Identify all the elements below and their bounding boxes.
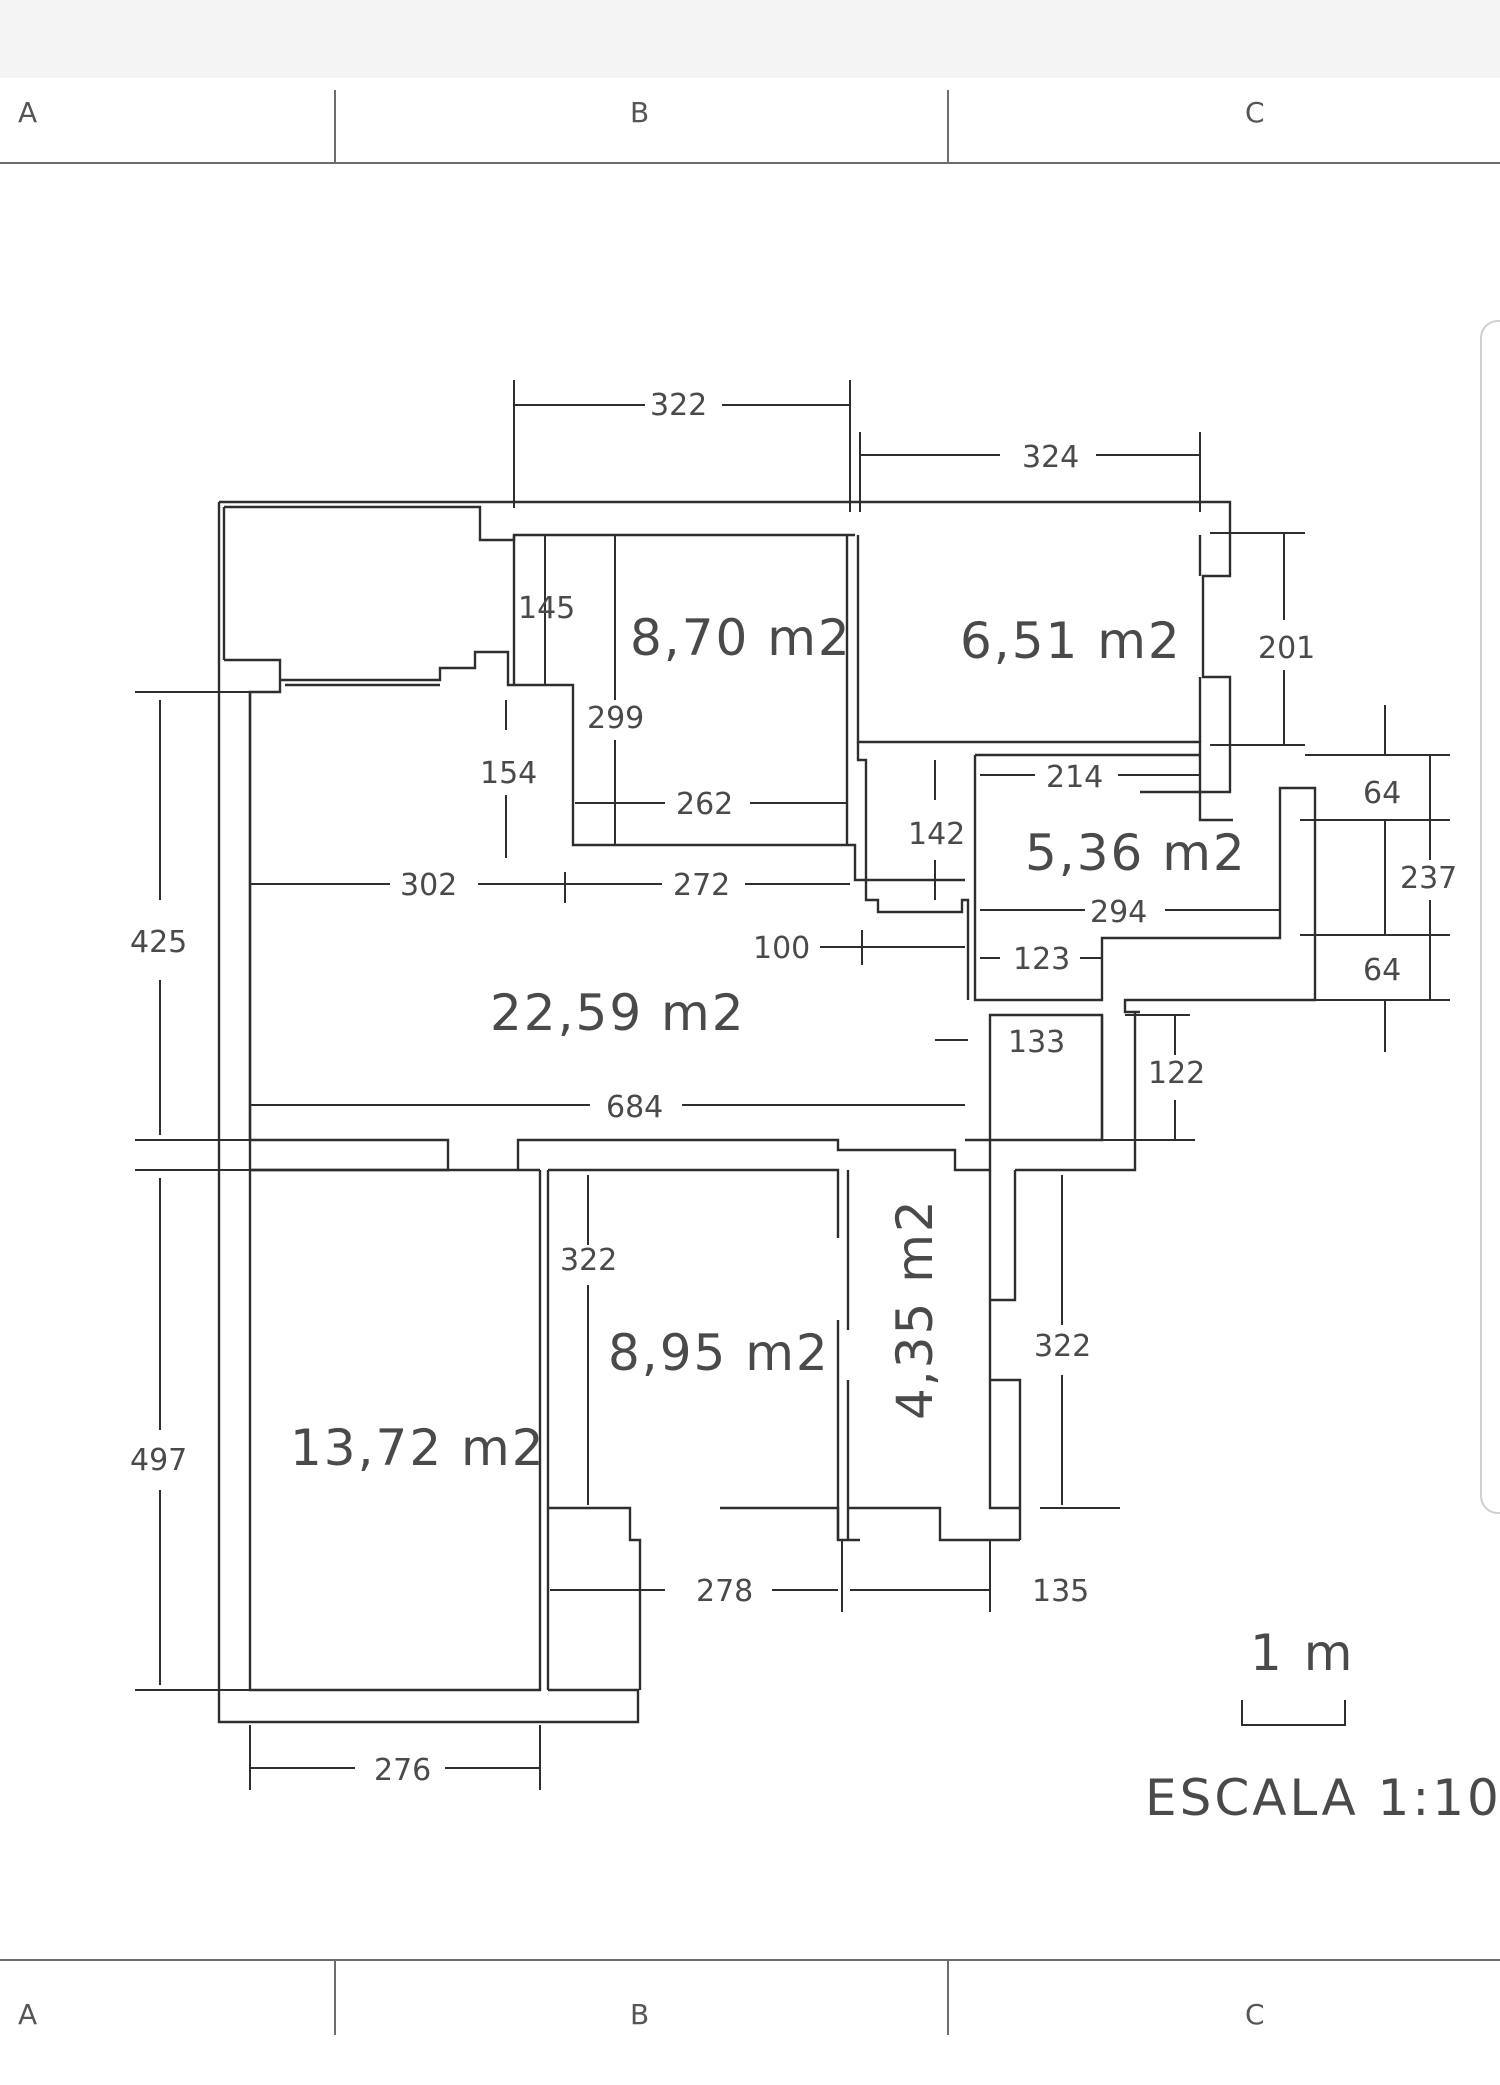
room-area-label: 13,72 m2 (290, 1419, 546, 1477)
room-area-label: 6,51 m2 (960, 612, 1182, 670)
room-labels: 8,70 m2 6,51 m2 5,36 m2 22,59 m2 13,72 m… (290, 609, 1247, 1477)
column-ref-top-c: C (1245, 96, 1265, 129)
dim-label: 425 (130, 925, 187, 960)
dim-label: 154 (480, 756, 537, 791)
dimension-lines (135, 380, 1450, 1790)
room-area-label: 8,70 m2 (630, 609, 852, 667)
scale-label: ESCALA 1:100 (1145, 1769, 1500, 1827)
dim-label: 324 (1022, 440, 1079, 475)
dim-label: 122 (1148, 1056, 1205, 1091)
dim-label: 133 (1008, 1025, 1065, 1060)
column-ref-bottom-b: B (630, 1998, 649, 2031)
column-ref-bottom-a: A (18, 1998, 37, 2031)
dim-label: 684 (606, 1090, 663, 1125)
room-area-label: 22,59 m2 (490, 984, 746, 1042)
column-ref-top-a: A (18, 96, 37, 129)
top-strip (0, 0, 1500, 78)
dim-label: 123 (1013, 942, 1070, 977)
dim-label: 272 (673, 868, 730, 903)
scale-bar (1241, 1700, 1346, 1726)
dim-label: 201 (1258, 631, 1315, 666)
dim-label: 322 (650, 388, 707, 423)
dim-label: 322 (560, 1243, 617, 1278)
dim-label: 237 (1400, 861, 1457, 896)
dim-label: 278 (696, 1574, 753, 1609)
dim-label: 294 (1090, 895, 1147, 930)
scale-legend: 1 m ESCALA 1:100 (1145, 1624, 1500, 1827)
dim-label: 64 (1363, 776, 1401, 811)
dim-label: 302 (400, 868, 457, 903)
dim-label: 497 (130, 1443, 187, 1478)
column-ref-top-b: B (630, 96, 649, 129)
dim-label: 262 (676, 787, 733, 822)
dim-label: 135 (1032, 1574, 1089, 1609)
dim-label: 322 (1034, 1329, 1091, 1364)
scale-bar-label: 1 m (1250, 1624, 1355, 1682)
dim-label: 64 (1363, 953, 1401, 988)
room-area-label: 8,95 m2 (608, 1324, 830, 1382)
dim-label: 142 (908, 817, 965, 852)
dim-label: 276 (374, 1753, 431, 1788)
dim-label: 100 (753, 931, 810, 966)
sheet-frame: A B C A B C (0, 90, 1500, 2035)
walls (217, 500, 1317, 1724)
room-area-label: 4,35 m2 (886, 1198, 944, 1420)
dim-label: 299 (587, 701, 644, 736)
column-ref-bottom-c: C (1245, 1998, 1265, 2031)
dim-label: 214 (1046, 760, 1103, 795)
room-area-label: 5,36 m2 (1025, 824, 1247, 882)
dim-label: 145 (518, 591, 575, 626)
dimension-labels: 322 324 145 299 201 154 262 214 64 237 1… (130, 388, 1457, 1788)
